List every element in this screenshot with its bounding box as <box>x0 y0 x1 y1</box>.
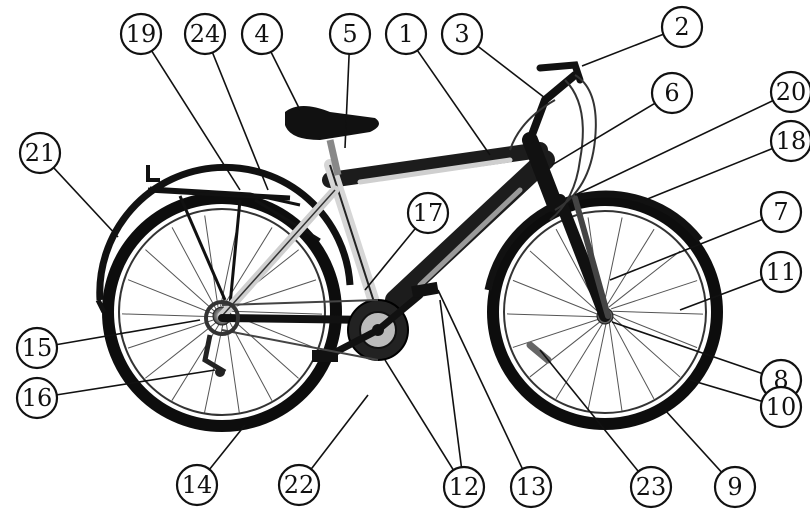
spoke <box>228 319 272 401</box>
callout-22: 22 <box>279 465 319 505</box>
leader-line-10 <box>690 380 762 401</box>
spoke <box>122 314 214 317</box>
callout-17: 17 <box>408 193 448 233</box>
spoke <box>604 218 622 307</box>
spoke <box>556 322 604 399</box>
callout-11: 11 <box>761 252 801 292</box>
leader-line-4 <box>271 52 300 110</box>
callout-2: 2 <box>662 7 702 47</box>
callout-number: 12 <box>449 473 480 501</box>
rear-derailleur <box>205 335 225 372</box>
callout-number: 18 <box>776 127 807 155</box>
callout-number: 14 <box>182 471 213 499</box>
chain-top <box>222 300 378 305</box>
spoke <box>611 319 654 399</box>
callout-24: 24 <box>185 14 225 54</box>
callout-21: 21 <box>20 133 60 173</box>
leader-line-2 <box>582 34 663 66</box>
leader-line-1 <box>417 50 490 155</box>
spoke <box>613 314 697 348</box>
callout-7: 7 <box>761 192 801 232</box>
callout-15: 15 <box>17 328 57 368</box>
callout-number: 7 <box>773 198 788 226</box>
callout-number: 16 <box>22 384 53 412</box>
leader-line-22 <box>311 395 368 469</box>
spoke <box>230 317 299 379</box>
callout-9: 9 <box>715 467 755 507</box>
callout-23: 23 <box>631 467 671 507</box>
leader-line-6 <box>552 103 655 165</box>
leader-line-8 <box>612 322 762 374</box>
callout-5: 5 <box>330 14 370 54</box>
callout-number: 19 <box>126 20 157 48</box>
callout-number: 21 <box>25 139 56 167</box>
callout-number: 9 <box>727 473 742 501</box>
callout-number: 10 <box>766 393 797 421</box>
spoke <box>588 322 606 411</box>
callout-3: 3 <box>442 14 482 54</box>
leader-line-9 <box>665 410 722 472</box>
callout-number: 6 <box>664 79 679 107</box>
callout-number: 22 <box>284 471 315 499</box>
callout-18: 18 <box>771 121 810 161</box>
spoke <box>230 311 322 314</box>
callout-19: 19 <box>121 14 161 54</box>
callout-number: 24 <box>190 20 221 48</box>
spoke <box>606 229 654 306</box>
leader-line-12 <box>385 360 453 470</box>
leader-line-12 <box>440 300 461 467</box>
leader-line-18 <box>645 148 772 200</box>
callout-6: 6 <box>652 73 692 113</box>
callout-number: 2 <box>674 13 689 41</box>
spoke <box>172 227 216 309</box>
callout-12: 12 <box>444 467 484 507</box>
callout-20: 20 <box>771 72 810 112</box>
callout-13: 13 <box>511 467 551 507</box>
callout-number: 3 <box>454 20 469 48</box>
spoke <box>609 321 622 411</box>
leader-line-21 <box>54 168 118 237</box>
leader-line-15 <box>57 320 200 345</box>
callout-number: 15 <box>22 334 53 362</box>
spoke <box>613 311 703 314</box>
spoke <box>513 280 597 314</box>
callout-16: 16 <box>17 378 57 418</box>
callout-number: 5 <box>342 20 357 48</box>
spoke <box>145 250 214 312</box>
spoke <box>609 251 680 307</box>
callout-4: 4 <box>242 14 282 54</box>
leader-line-3 <box>478 46 545 98</box>
leader-line-20 <box>575 101 773 195</box>
callout-number: 4 <box>254 20 269 48</box>
callout-10: 10 <box>761 387 801 427</box>
spoke <box>530 321 601 377</box>
callout-number: 20 <box>776 78 807 106</box>
callout-1: 1 <box>386 14 426 54</box>
callout-14: 14 <box>177 465 217 505</box>
callout-number: 17 <box>413 199 444 227</box>
spoke <box>128 280 214 314</box>
callout-number: 1 <box>398 20 413 48</box>
spoke <box>507 314 597 317</box>
callout-number: 11 <box>766 258 797 286</box>
callout-number: 23 <box>636 473 667 501</box>
callout-number: 13 <box>516 473 547 501</box>
